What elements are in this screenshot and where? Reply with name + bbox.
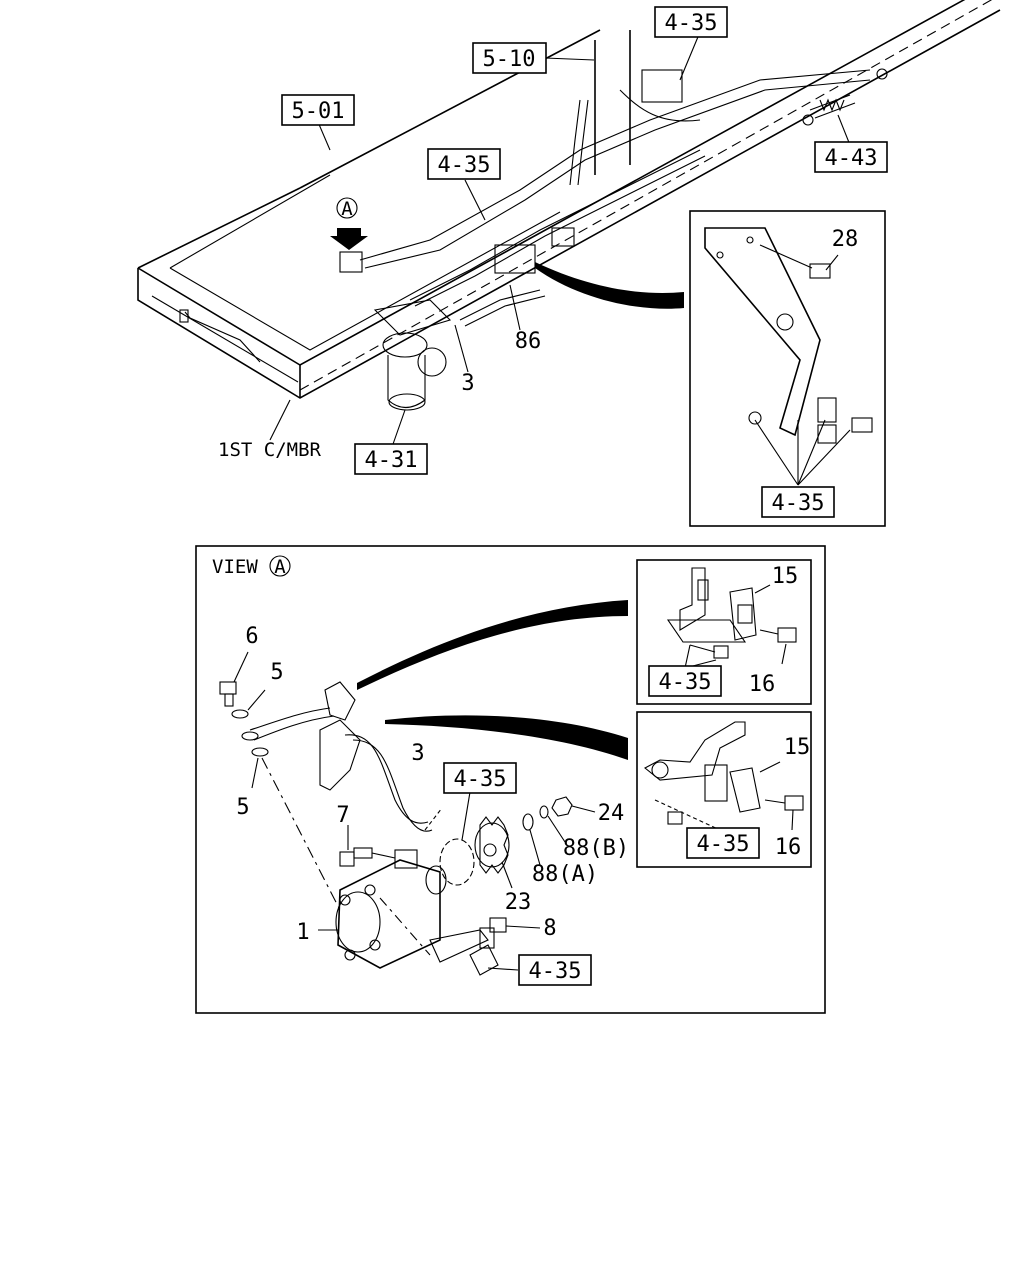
part-28: 28 — [832, 227, 859, 252]
part-8: 8 — [543, 916, 556, 941]
reference-boxes — [281, 6, 888, 986]
ref-4-31: 4-31 — [365, 448, 418, 473]
top-leader-lines — [269, 31, 851, 448]
part-3-top: 3 — [461, 371, 474, 396]
part-24: 24 — [598, 801, 625, 826]
part-6: 6 — [245, 624, 258, 649]
view-a-title: VIEW — [212, 556, 258, 578]
chassis-frame-drawing — [137, 0, 1001, 411]
inset-frame-top — [689, 210, 886, 527]
part-15-inset-a: 15 — [772, 564, 799, 589]
ref-4-35-inset3: 4-35 — [697, 832, 750, 857]
view-a-title-circle — [269, 555, 291, 577]
part-5-lower: 5 — [236, 795, 249, 820]
part-23: 23 — [505, 890, 532, 915]
part-7: 7 — [336, 803, 349, 828]
part-16-inset-a: 16 — [749, 672, 776, 697]
bracket-inset-top — [689, 210, 886, 527]
text-labels: 4-35 5-10 5-01 4-35 4-43 4-31 4-35 4-35 … — [212, 11, 877, 984]
ref-5-01: 5-01 — [292, 99, 345, 124]
part-5-upper: 5 — [270, 660, 283, 685]
part-1: 1 — [296, 920, 309, 945]
part-3-view: 3 — [411, 741, 424, 766]
ref-4-35-bottom: 4-35 — [529, 959, 582, 984]
ref-4-35-inset1: 4-35 — [772, 491, 825, 516]
view-a-title-letter: A — [274, 556, 286, 578]
part-86: 86 — [515, 329, 542, 354]
ref-4-35-top: 4-35 — [665, 11, 718, 36]
ref-4-43: 4-43 — [825, 146, 878, 171]
ref-5-10: 5-10 — [483, 47, 536, 72]
part-88b: 88(B) — [563, 836, 629, 861]
part-16-inset-b: 16 — [775, 835, 802, 860]
view-a-callout-circle — [336, 197, 358, 219]
ref-4-35-view-a: 4-35 — [454, 767, 507, 792]
crossmember-label: 1ST C/MBR — [218, 439, 322, 461]
view-a-callout-letter: A — [341, 198, 353, 220]
part-88a: 88(A) — [532, 862, 598, 887]
ref-4-35-mid: 4-35 — [438, 153, 491, 178]
ref-4-35-inset2: 4-35 — [659, 670, 712, 695]
part-15-inset-b: 15 — [784, 735, 811, 760]
